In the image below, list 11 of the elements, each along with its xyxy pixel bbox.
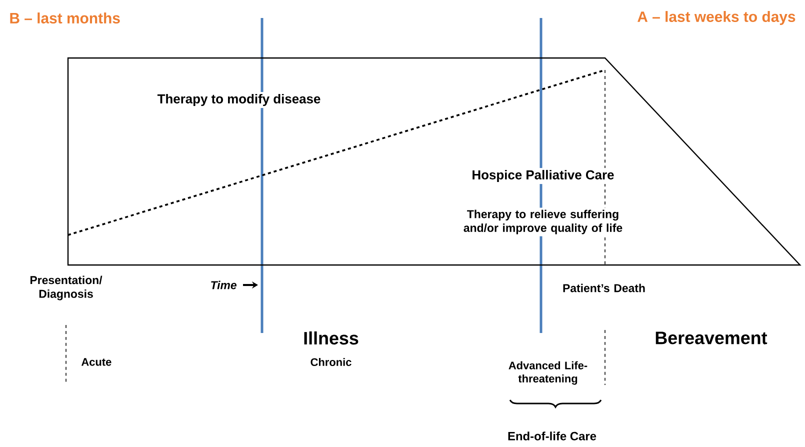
timeline-label: Presentation/ Diagnosis	[30, 276, 102, 300]
phase-label: Illness	[304, 331, 358, 345]
stage-label: Advanced Life-threatening	[508, 361, 588, 385]
stage-label: Chronic	[310, 358, 352, 366]
phase-heading: A – last weeks to days	[638, 11, 796, 25]
stage-label: Acute	[81, 358, 112, 366]
phase-label: Bereavement	[656, 332, 768, 344]
axis-label: Time	[211, 280, 236, 290]
care-label: End-of-life Care	[508, 432, 596, 440]
phase-heading: B – last months	[10, 12, 120, 24]
timeline-label: Patient’s Death	[563, 284, 645, 292]
